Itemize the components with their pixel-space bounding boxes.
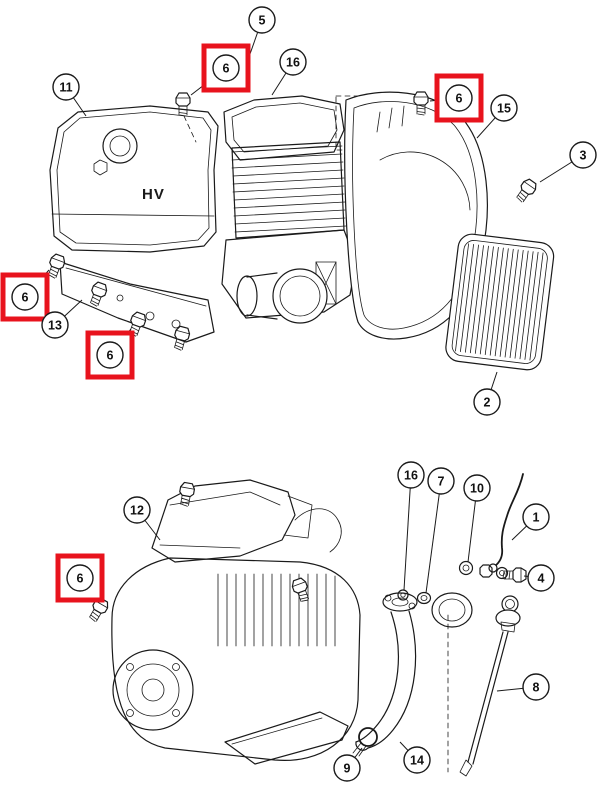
engine-block-bottom [111, 508, 449, 773]
callout-number: 4 [538, 571, 545, 585]
callout-number: 6 [77, 571, 84, 585]
engine-mounting-bracket [59, 261, 215, 343]
callout-balloon [212, 54, 240, 82]
callout-6-highlighted[interactable]: 6 [190, 43, 251, 96]
spark-plug-wire [488, 473, 524, 573]
callout-15[interactable]: 15 [476, 94, 518, 139]
callout-layer: 5 16 6 11 6 15 3 6 13 6 2 16 7 10 1 12 4 6 8 9 14 [0, 6, 597, 782]
callout-balloon [490, 94, 518, 122]
callout-balloon [445, 84, 473, 112]
callout-16[interactable]: 16 [397, 461, 425, 591]
screw-icon [513, 176, 539, 205]
callout-balloon [463, 474, 491, 502]
leader-line [425, 480, 442, 594]
leader-line [403, 474, 412, 591]
callout-balloon [96, 341, 124, 369]
callout-balloon [397, 461, 425, 489]
callout-2[interactable]: 2 [473, 371, 501, 416]
callout-number: 5 [259, 13, 266, 27]
callout-balloon [527, 564, 555, 592]
callout-number: 2 [484, 395, 491, 409]
callout-11[interactable]: 11 [52, 73, 87, 117]
callout-1[interactable]: 1 [511, 503, 550, 541]
callout-number: 6 [223, 61, 230, 75]
callout-number: 16 [286, 55, 300, 69]
callout-10[interactable]: 10 [463, 474, 491, 563]
callout-balloon [11, 283, 39, 311]
callout-balloon [123, 496, 151, 524]
callout-balloon [522, 503, 550, 531]
callout-number: 12 [130, 503, 144, 517]
air-grille [445, 233, 555, 371]
callout-6-highlighted[interactable]: 6 [85, 328, 135, 380]
callout-6-highlighted[interactable]: 6 [429, 73, 484, 123]
bottom-view-screws [85, 481, 313, 625]
callout-balloon [52, 73, 80, 101]
callout-number: 13 [48, 318, 62, 332]
hose-clamp [352, 727, 378, 757]
callout-4[interactable]: 4 [523, 564, 555, 592]
callout-8[interactable]: 8 [496, 673, 550, 701]
bottom-exploded-view [85, 473, 527, 777]
air-intake-box: HV [49, 105, 219, 253]
callout-number: 7 [438, 474, 445, 488]
oil-filter [236, 268, 328, 324]
screw-icon [86, 280, 109, 309]
callout-number: 14 [410, 753, 424, 767]
callout-number: 10 [470, 481, 484, 495]
engine-marking-label: HV [142, 186, 165, 203]
callout-12[interactable]: 12 [123, 496, 161, 541]
screw-icon [175, 92, 191, 117]
callout-3[interactable]: 3 [539, 141, 597, 183]
callout-7[interactable]: 7 [425, 467, 455, 594]
callout-balloon [66, 564, 94, 592]
callout-number: 8 [533, 680, 540, 694]
callout-number: 1 [533, 510, 540, 524]
callout-balloon [427, 467, 455, 495]
callout-balloon [473, 388, 501, 416]
callout-number: 15 [497, 101, 511, 115]
callout-balloon [333, 754, 361, 782]
callout-number: 6 [456, 91, 463, 105]
callout-balloon [569, 141, 597, 169]
oil-fill-tube [355, 592, 473, 751]
callout-number: 6 [107, 348, 114, 362]
callout-balloon [41, 311, 69, 339]
callout-6-highlighted[interactable]: 6 [55, 553, 105, 603]
callout-number: 6 [22, 290, 29, 304]
callout-5[interactable]: 5 [248, 6, 276, 55]
screw-icon [290, 576, 313, 605]
callout-16[interactable]: 16 [271, 48, 307, 96]
callout-number: 16 [404, 468, 418, 482]
callout-balloon [522, 673, 550, 701]
heat-shield-bracket [151, 479, 313, 563]
callout-9[interactable]: 9 [333, 747, 363, 782]
callout-14[interactable]: 14 [399, 741, 431, 774]
callout-number: 3 [580, 148, 587, 162]
callout-number: 11 [59, 80, 72, 94]
top-exploded-view: HV [44, 91, 555, 371]
small-hardware [397, 560, 527, 605]
callout-6-highlighted[interactable]: 6 [0, 269, 50, 322]
callout-number: 9 [344, 761, 351, 775]
callout-13[interactable]: 13 [41, 299, 83, 339]
callout-balloon [248, 6, 276, 34]
callout-balloon [279, 48, 307, 76]
callout-balloon [403, 746, 431, 774]
dipstick [459, 595, 521, 777]
